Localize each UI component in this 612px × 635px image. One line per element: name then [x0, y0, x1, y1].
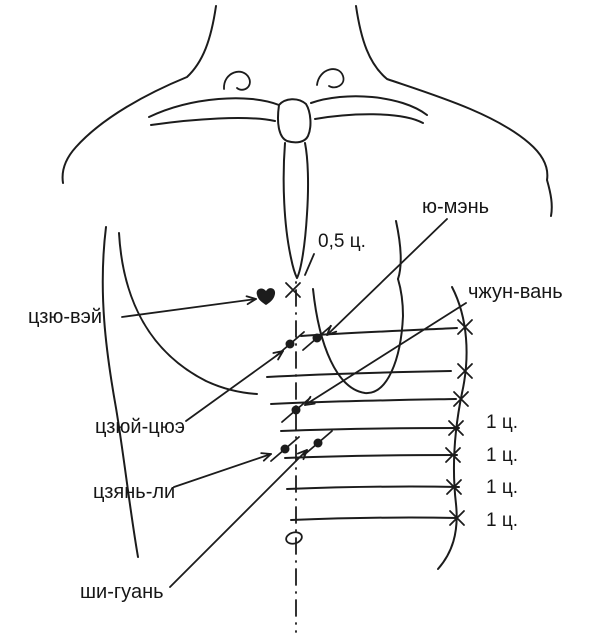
right-clavicle-lower — [314, 113, 424, 124]
horizontal-guides — [266, 327, 460, 521]
label-tszyu-vei: цзю-вэй — [28, 306, 102, 328]
left-clavicle-curl — [223, 70, 251, 91]
torso-outline — [61, 5, 553, 558]
right-costal-connector — [395, 220, 402, 280]
half-cun-cross-mark — [285, 282, 301, 298]
cross-tick-1 — [457, 319, 473, 335]
guide-line-5 — [284, 454, 458, 459]
leader-lines — [121, 218, 467, 588]
guide-line-2 — [266, 370, 452, 378]
manubrium-outline — [277, 98, 312, 144]
label-yu-men: ю-мэнь — [422, 196, 489, 218]
left-body-side-line — [101, 226, 139, 558]
clavicles — [148, 68, 428, 126]
guide-line-6 — [286, 485, 460, 490]
label-one-cun-2: 1 ц. — [486, 445, 518, 466]
slash-through-yu-men — [302, 325, 332, 351]
right-clavicle-upper — [310, 95, 428, 116]
label-tszyan-li: цзянь-ли — [93, 481, 175, 503]
guide-line-4 — [280, 427, 460, 432]
right-neck-shoulder-line — [355, 5, 553, 217]
leader-chzhun-van — [304, 302, 467, 406]
slash-through-shi-guan — [303, 430, 333, 456]
leader-yu-men — [326, 218, 448, 336]
left-neck-shoulder-line — [61, 5, 217, 184]
right-costal-arch — [312, 278, 404, 395]
left-clavicle-upper — [148, 97, 280, 118]
leader-shi-guan — [169, 449, 308, 588]
leader-tszyu-vei — [121, 295, 257, 318]
guide-line-7 — [290, 516, 458, 521]
cross-tick-2 — [457, 363, 473, 379]
guide-line-3 — [270, 398, 457, 405]
label-chzhun-van: чжун-вань — [468, 281, 563, 303]
navel-oval — [285, 531, 303, 545]
labels: ю-мэнь 0,5 ц. чжун-вань цзю-вэй цзюй-цюэ… — [28, 196, 563, 603]
label-one-cun-4: 1 ц. — [486, 510, 518, 531]
cross-tick-3 — [453, 391, 469, 407]
half-cun-tick — [304, 253, 315, 276]
lateral-curve — [437, 286, 468, 570]
label-half-cun: 0,5 ц. — [318, 231, 366, 252]
left-costal-arch — [118, 232, 258, 395]
leader-tszyui-tsyue — [185, 350, 284, 422]
point-tszyu-vei-heart — [256, 288, 276, 305]
right-clavicle-curl — [316, 68, 345, 89]
left-clavicle-lower — [150, 117, 276, 126]
slash-through-tszyan-li — [270, 436, 300, 462]
acupoints — [256, 253, 333, 545]
label-shi-guan: ши-гуань — [80, 581, 164, 603]
rib-arches — [118, 220, 404, 395]
label-one-cun-1: 1 ц. — [486, 412, 518, 433]
leader-tszyan-li — [173, 452, 272, 488]
sternum — [277, 98, 312, 279]
label-tszyui-tsyue: цзюй-цюэ — [95, 416, 185, 438]
sternum-body-outline — [282, 142, 310, 279]
label-one-cun-3: 1 ц. — [486, 477, 518, 498]
